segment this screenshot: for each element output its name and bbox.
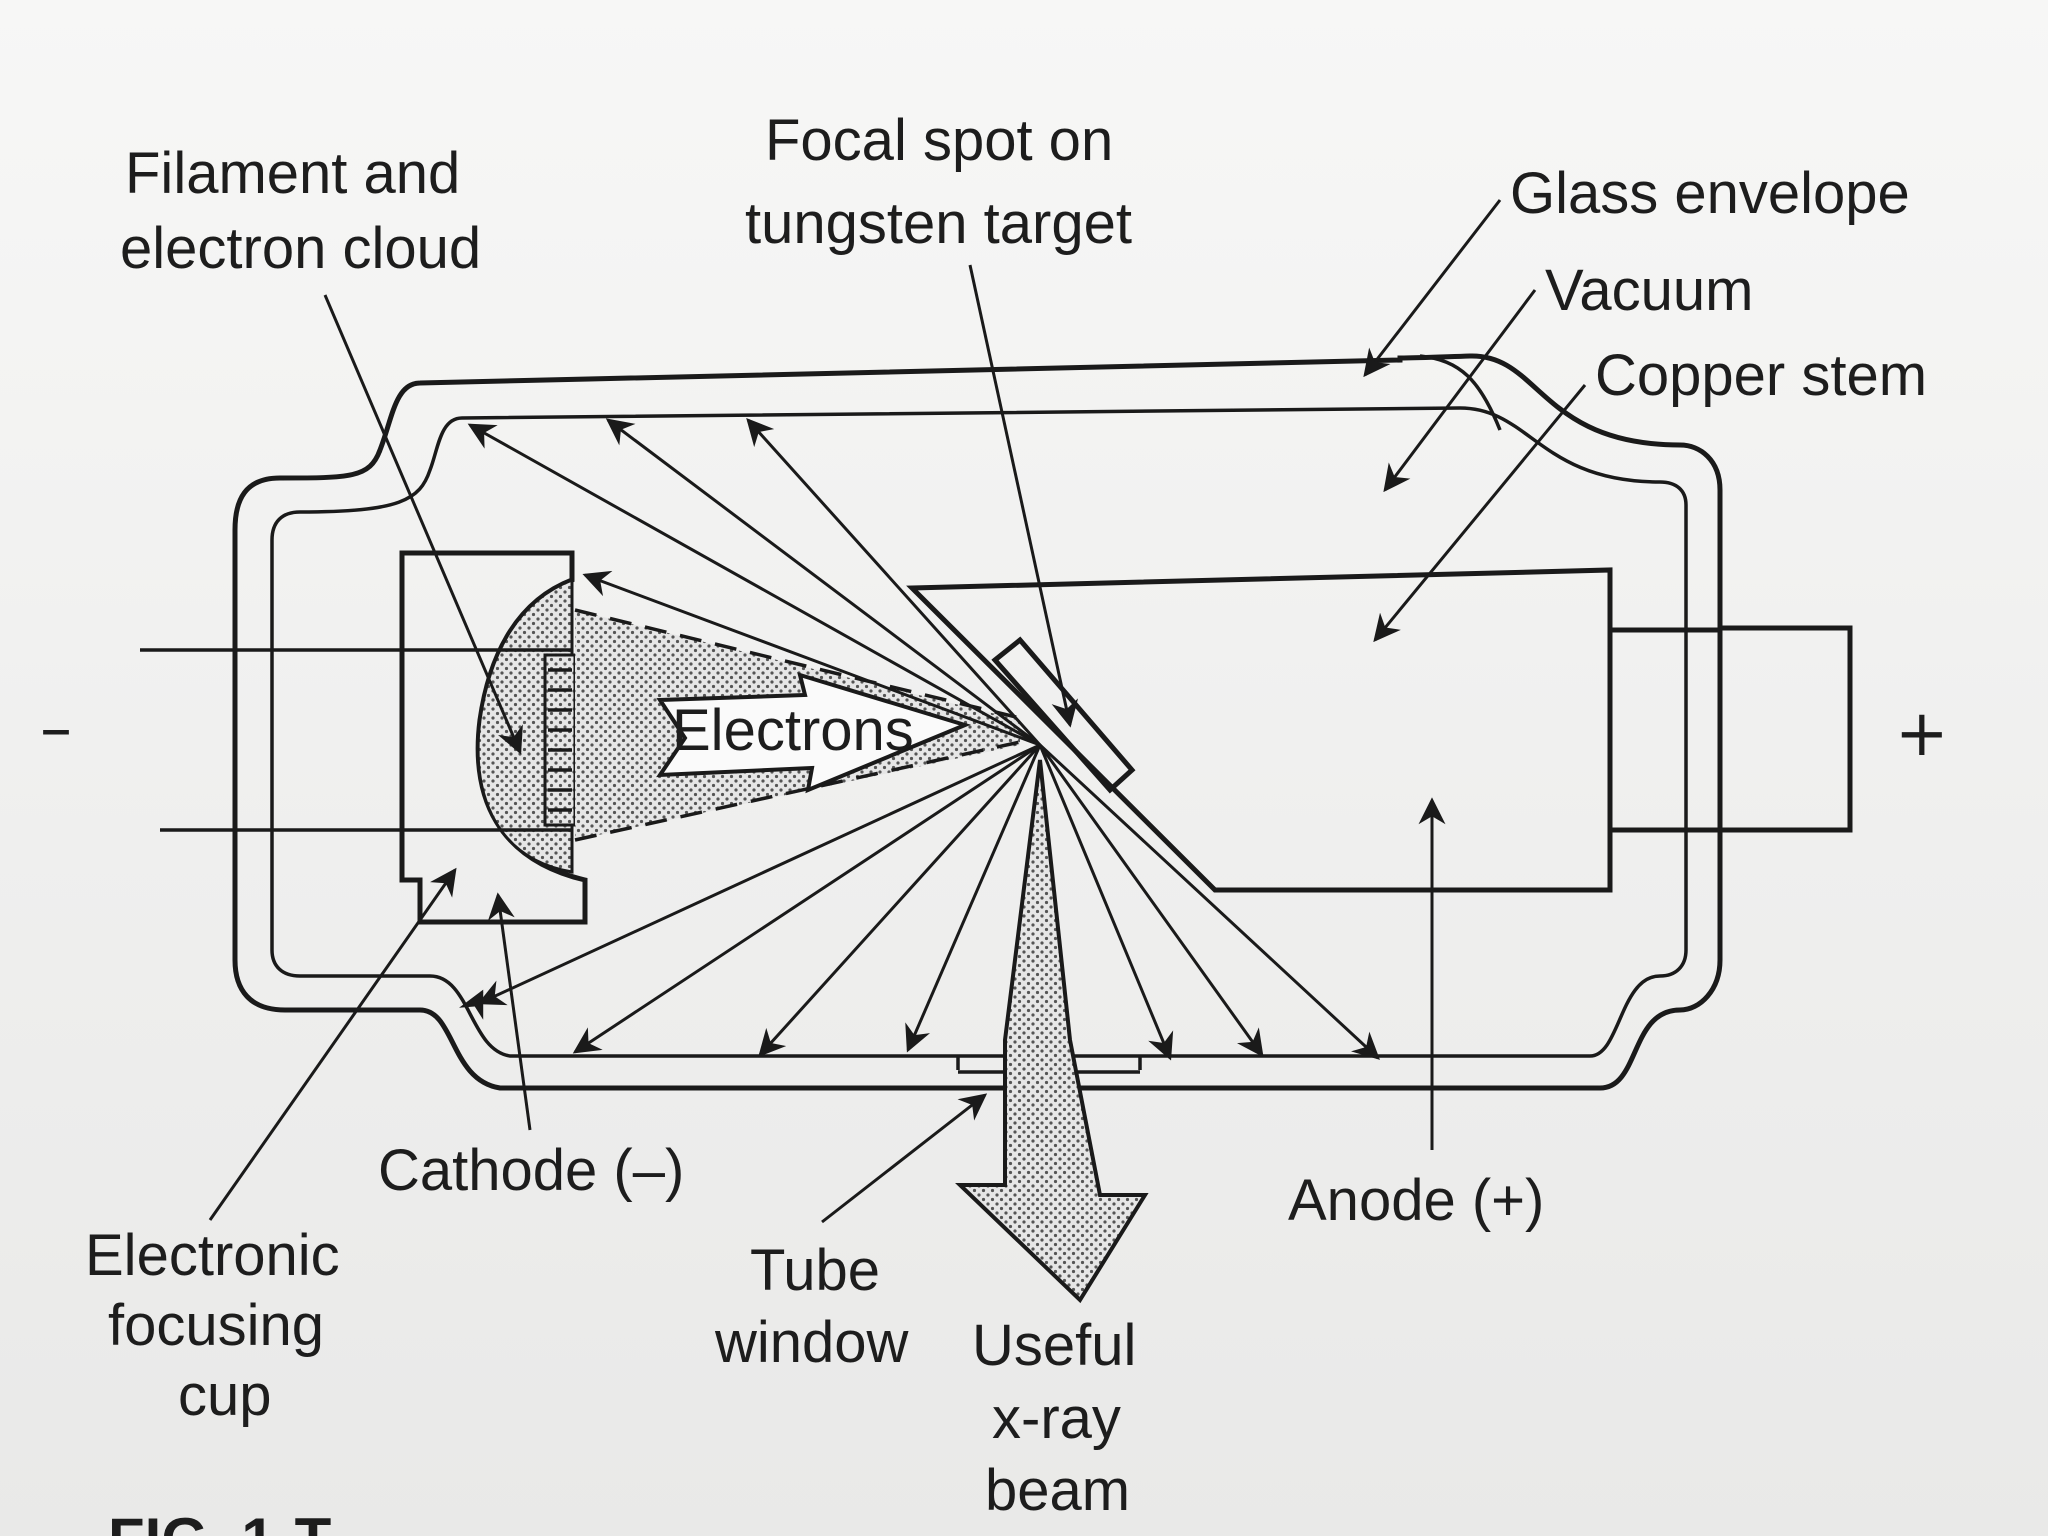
filament-coil [548,668,572,812]
pointer-copper-stem [1373,384,1587,643]
label-plus-terminal: + [1895,697,1949,771]
label-focal-line2: tungsten target [745,191,1132,256]
label-focusing-line1: Electronic [85,1223,340,1288]
electrons-arrow [656,672,971,794]
beam-edge-top [574,608,1021,720]
xray-rays [467,417,1380,1061]
label-filament-line2: electron cloud [120,216,481,281]
beam-edge-bottom [574,740,1021,842]
label-focal-line1: Focal spot on [765,108,1113,173]
label-window-line1: Tube [750,1238,880,1303]
pointer-cathode [487,892,532,1131]
label-copper-stem: Copper stem [1595,343,1927,408]
anode-step [1610,627,1720,833]
tungsten-target [991,636,1136,794]
label-window-line2: window [714,1310,910,1375]
label-beam-line2: x-ray [992,1386,1121,1451]
filament [543,653,577,827]
copper-stem-terminal [1720,625,1853,833]
label-focusing-line2: focusing [108,1293,324,1358]
label-beam-line3: beam [985,1458,1130,1523]
pointer-filament [323,294,523,755]
pointer-glass-envelope [1363,199,1502,378]
label-electrons: Electrons [672,698,914,763]
label-glass-envelope: Glass envelope [1510,161,1910,226]
label-focusing-line3: cup [178,1363,272,1428]
glass-envelope-inner [270,406,1688,1058]
figure-caption-fragment: FIG. 1-T [108,1506,331,1536]
label-cathode: Cathode (–) [378,1138,684,1203]
pointer-focusing-cup [208,867,457,1221]
glass-neck-line [1419,354,1502,431]
pointer-tube-window [821,1093,988,1224]
pointer-vacuum [1383,289,1537,493]
label-beam-line1: Useful [972,1313,1136,1378]
pointer-focal-spot [968,264,1079,728]
label-filament-line1: Filament and [125,141,460,206]
pointer-focusing-cup-2 [459,989,484,1020]
glass-envelope-outer [232,353,1723,1091]
label-anode: Anode (+) [1288,1168,1544,1233]
useful-xray-beam-arrow [955,759,1149,1304]
label-minus-terminal: – [40,692,72,766]
label-vacuum: Vacuum [1545,258,1753,323]
